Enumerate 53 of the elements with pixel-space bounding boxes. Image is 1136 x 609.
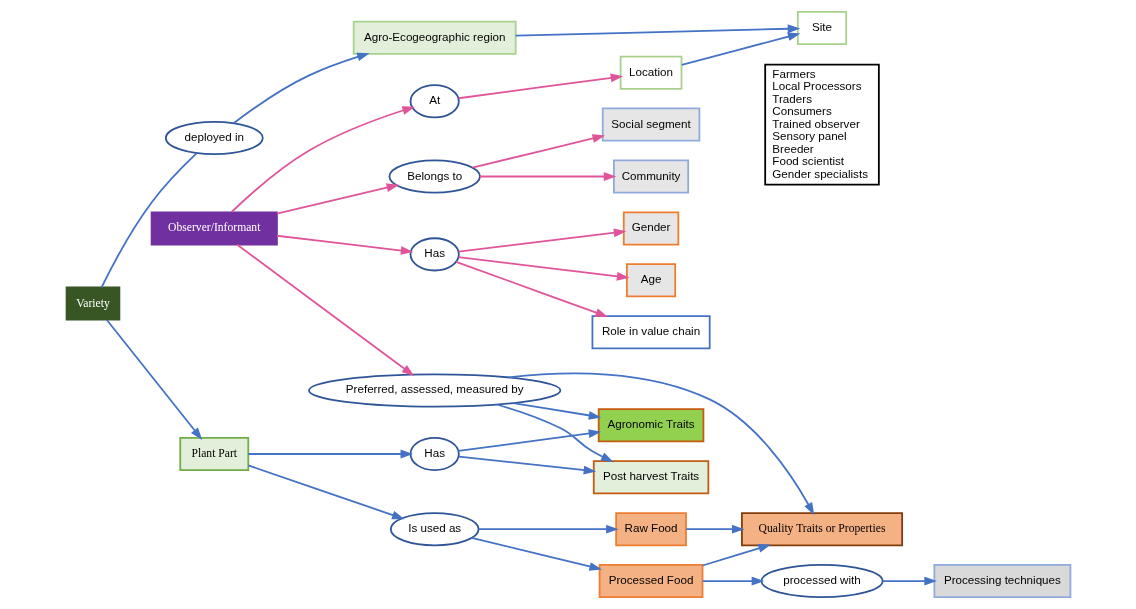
arrow (881, 576, 937, 586)
arrow (105, 319, 202, 440)
node-box: Location (619, 55, 682, 90)
node-ellipse: At (409, 84, 460, 119)
arrow (246, 464, 405, 520)
node-box: Farmers Local Processors Traders Consumers Trained observer Sensory panel Breeder Food scientist Gender specialists (763, 63, 880, 186)
arrow (684, 524, 745, 534)
arrow (470, 537, 602, 571)
node-ellipse: Has (409, 237, 460, 272)
arrow (511, 402, 601, 420)
node-box: Processed Food (598, 564, 703, 599)
arrow (457, 73, 623, 100)
node-box: Site (796, 10, 847, 45)
arrow (457, 455, 596, 475)
node-box: Social segment (601, 107, 700, 142)
arrow (457, 228, 626, 253)
arrow (478, 172, 616, 181)
node-box: Role in value chain (591, 315, 711, 350)
node-box: Plant Part (178, 436, 249, 471)
arrow (477, 524, 619, 534)
arrow (471, 134, 605, 169)
arrow (275, 183, 399, 215)
arrow (235, 243, 414, 376)
arrow (495, 403, 614, 463)
arrow (232, 52, 370, 124)
arrow (507, 372, 814, 516)
node-box: Variety (65, 286, 120, 321)
node-box: Agro-Ecogeographic region (352, 20, 517, 55)
arrow (514, 24, 800, 37)
node-ellipse: Belongs to (388, 159, 481, 194)
node-box: Age (625, 263, 676, 298)
arrow (230, 106, 415, 213)
node-box: Observer/Informant (150, 211, 278, 246)
node-box: Post harvest Traits (592, 460, 709, 495)
arrow (457, 429, 601, 452)
arrow (454, 260, 608, 317)
node-box: Community (612, 159, 689, 194)
connector (100, 152, 198, 289)
node-box: Quality Traits or Properties (740, 512, 903, 547)
node-ellipse: Preferred, assessed, measured by (307, 373, 561, 408)
node-box: Processing techniques (932, 564, 1071, 599)
node-ellipse: deployed in (164, 121, 264, 155)
node-ellipse: Has (409, 436, 460, 471)
node-ellipse: processed with (760, 564, 883, 599)
arrow (680, 32, 800, 66)
arrow (246, 449, 413, 459)
arrow (457, 256, 629, 281)
node-box: Raw Food (614, 512, 687, 547)
arrow (275, 234, 413, 255)
node-box: Gender (622, 211, 679, 246)
arrow (701, 576, 764, 586)
arrow (701, 544, 771, 567)
node-box: Agronomic Traits (597, 408, 704, 443)
